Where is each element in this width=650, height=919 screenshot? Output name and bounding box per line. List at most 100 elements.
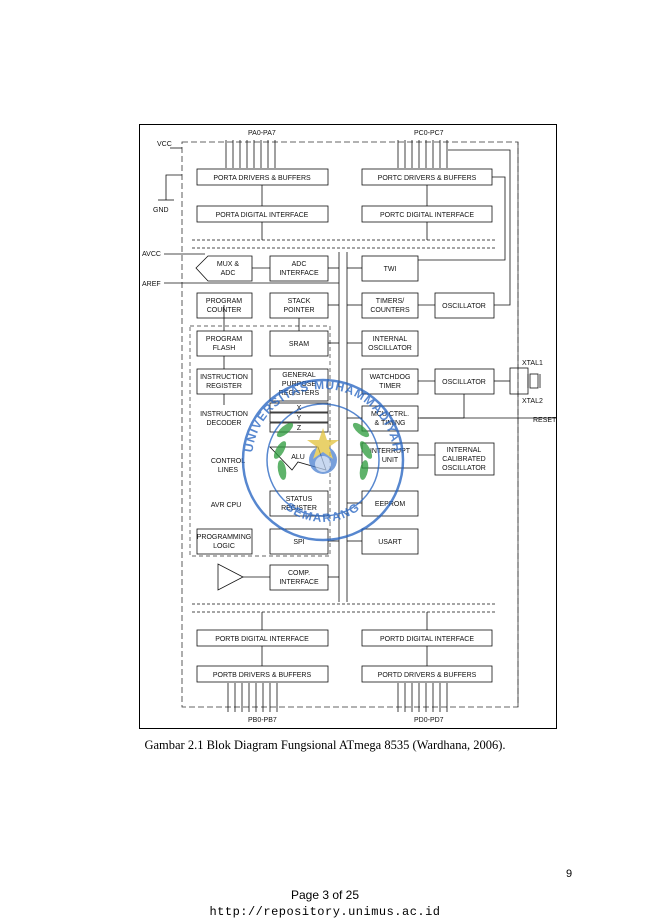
portd-pin-label: PD0-PD7 bbox=[414, 717, 444, 724]
crystal-icon bbox=[509, 367, 541, 395]
portb-digital-block bbox=[196, 629, 329, 647]
programming-logic-block bbox=[196, 528, 253, 555]
usart-block bbox=[361, 528, 419, 555]
alu-label: ALU bbox=[291, 454, 305, 461]
page-number: 9 bbox=[566, 868, 573, 880]
figure-caption: Gambar 2.1 Blok Diagram Fungsional ATmeg… bbox=[144, 738, 506, 752]
control-lines-label-2: LINES bbox=[218, 467, 239, 474]
instruction-decoder-label-2: DECODER bbox=[206, 420, 241, 427]
timers-counters-label-1: TIMERS/ bbox=[376, 298, 404, 305]
reset-label: RESET bbox=[533, 417, 557, 424]
portb-digital-label: PORTB DIGITAL INTERFACE bbox=[215, 636, 309, 643]
stack-pointer-label-1: STACK bbox=[288, 298, 311, 305]
internal-osc-label-2: OSCILLATOR bbox=[368, 345, 412, 352]
bottom-data-bus bbox=[192, 603, 497, 613]
adc-interface-label-2: INTERFACE bbox=[279, 270, 319, 277]
mcu-ctrl-label-2: & TIMING bbox=[375, 420, 406, 427]
portc-drivers-label: PORTC DRIVERS & BUFFERS bbox=[378, 175, 477, 182]
portb-drivers-label: PORTB DRIVERS & BUFFERS bbox=[213, 672, 312, 679]
program-counter-label-1: PROGRAM bbox=[206, 298, 242, 305]
porta-drivers-block bbox=[196, 168, 329, 186]
comp-interface-label-1: COMP. bbox=[288, 570, 310, 577]
top-data-bus bbox=[192, 239, 497, 249]
oscillator-top-label: OSCILLATOR bbox=[442, 303, 486, 310]
stack-pointer-label-2: POINTER bbox=[283, 307, 314, 314]
control-lines-label-1: CONTROL bbox=[211, 458, 245, 465]
reg-z-block bbox=[269, 422, 329, 433]
watchdog-label-1: WATCHDOG bbox=[370, 374, 411, 381]
instruction-register-block bbox=[196, 368, 253, 395]
internal-oscillator-block bbox=[361, 330, 419, 357]
aref-label: AREF bbox=[142, 281, 161, 288]
oscillator-top-block bbox=[434, 292, 495, 319]
program-flash-label-2: FLASH bbox=[213, 345, 236, 352]
comp-interface-label-2: INTERFACE bbox=[279, 579, 319, 586]
timers-counters-block bbox=[361, 292, 419, 319]
portd-digital-label: PORTD DIGITAL INTERFACE bbox=[380, 636, 474, 643]
twi-label: TWI bbox=[384, 266, 397, 273]
portb-pins bbox=[227, 683, 278, 712]
program-counter-block bbox=[196, 292, 253, 319]
int-cal-osc-block bbox=[434, 442, 495, 476]
footer-url[interactable]: http://repository.unimus.ac.id bbox=[209, 905, 441, 919]
gp-registers-label-1: GENERAL bbox=[282, 372, 316, 379]
programming-logic-label-1: PROGRAMMING bbox=[197, 534, 251, 541]
vertical-data-bus bbox=[338, 252, 348, 602]
portd-pins bbox=[397, 683, 448, 712]
int-cal-osc-label-2: CALIBRATED bbox=[442, 456, 485, 463]
portb-pin-label: PB0-PB7 bbox=[248, 717, 277, 724]
instruction-register-label-2: REGISTER bbox=[206, 383, 242, 390]
twi-block bbox=[361, 255, 419, 282]
adc-interface-label-1: ADC bbox=[292, 261, 307, 268]
porta-digital-label: PORTA DIGITAL INTERFACE bbox=[216, 212, 309, 219]
program-counter-label-2: COUNTER bbox=[207, 307, 242, 314]
reg-y-label: Y bbox=[297, 415, 302, 422]
reg-x-block bbox=[269, 402, 329, 413]
spi-block bbox=[269, 528, 329, 555]
oscillator-mid-block bbox=[434, 368, 495, 395]
porta-pin-label: PA0-PA7 bbox=[248, 130, 276, 137]
instruction-register-label-1: INSTRUCTION bbox=[200, 374, 248, 381]
watermark-emblem-icon bbox=[307, 428, 339, 474]
reg-z-label: Z bbox=[297, 425, 302, 432]
avcc-label: AVCC bbox=[142, 251, 161, 258]
usart-label: USART bbox=[378, 539, 402, 546]
portd-drivers-label: PORTD DRIVERS & BUFFERS bbox=[378, 672, 477, 679]
status-register-label-2: REGISTER bbox=[281, 505, 317, 512]
status-register-label-1: STATUS bbox=[286, 496, 313, 503]
interrupt-unit-label-1: INTERRUPT bbox=[370, 448, 411, 455]
timers-counters-label-2: COUNTERS bbox=[370, 307, 410, 314]
instruction-decoder-label-1: INSTRUCTION bbox=[200, 411, 248, 418]
mux-adc-label-1: MUX & bbox=[217, 261, 240, 268]
comparator-icon bbox=[217, 563, 244, 591]
xtal2-label: XTAL2 bbox=[522, 398, 543, 405]
ground-icon bbox=[158, 174, 182, 201]
oscillator-mid-label: OSCILLATOR bbox=[442, 379, 486, 386]
footer-page-label: Page 3 of 25 bbox=[290, 888, 360, 902]
programming-logic-label-2: LOGIC bbox=[213, 543, 235, 550]
stack-pointer-block bbox=[269, 292, 329, 319]
program-flash-label-1: PROGRAM bbox=[206, 336, 242, 343]
int-cal-osc-label-1: INTERNAL bbox=[447, 447, 482, 454]
comp-interface-block bbox=[269, 564, 329, 591]
portc-digital-label: PORTC DIGITAL INTERFACE bbox=[380, 212, 474, 219]
gnd-label: GND bbox=[153, 207, 169, 214]
vcc-label: VCC bbox=[157, 141, 172, 148]
portc-pins bbox=[397, 140, 448, 168]
avr-cpu-label: AVR CPU bbox=[211, 502, 242, 509]
int-cal-osc-label-3: OSCILLATOR bbox=[442, 465, 486, 472]
spi-label: SPI bbox=[293, 539, 304, 546]
porta-digital-block bbox=[196, 205, 329, 223]
gp-registers-block bbox=[269, 368, 329, 402]
xtal1-label: XTAL1 bbox=[522, 360, 543, 367]
gp-registers-label-3: REGISTERS bbox=[279, 390, 320, 397]
program-flash-block bbox=[196, 330, 253, 357]
adc-interface-block bbox=[269, 255, 329, 282]
portc-pin-label: PC0-PC7 bbox=[414, 130, 444, 137]
sram-block bbox=[269, 330, 329, 357]
porta-drivers-label: PORTA DRIVERS & BUFFERS bbox=[213, 175, 311, 182]
watermark-leaves-icon bbox=[273, 422, 373, 480]
mux-adc-label-2: ADC bbox=[221, 270, 236, 277]
watchdog-block bbox=[361, 368, 419, 395]
